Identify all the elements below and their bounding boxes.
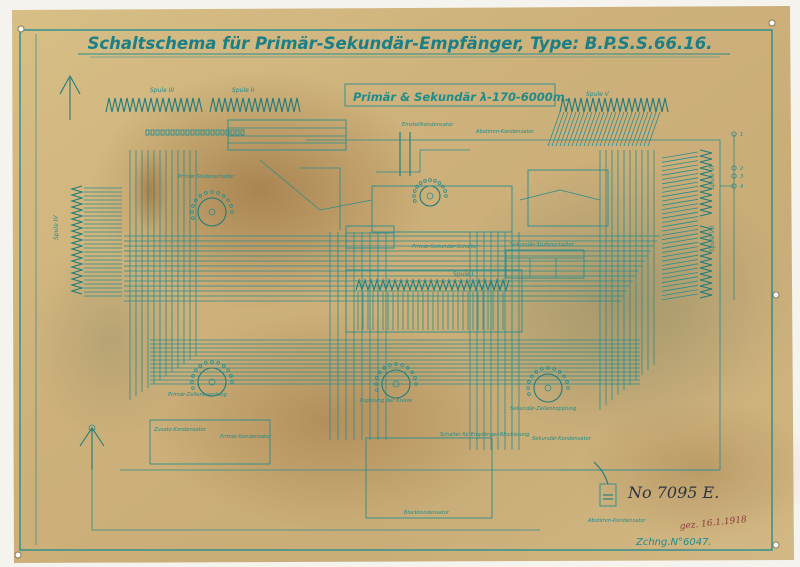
label-primaer-zellenkopplung: Primär-Zellenkopplung bbox=[168, 392, 228, 398]
pin-hole bbox=[14, 551, 22, 559]
drawing-title: Schaltschema für Primär-Sekundär-Empfäng… bbox=[87, 34, 712, 53]
label-primaer-sekundaer-schalter: Primär-Sekundär-Schalter bbox=[412, 244, 479, 250]
label-blockkondensator: Blockkondensator bbox=[404, 510, 450, 516]
label-primaer-stufenschalter: Primär-Stufenschalter bbox=[178, 174, 235, 180]
coil-spule-iv bbox=[70, 185, 122, 297]
coil-label-spule-vi: Spule VI bbox=[709, 165, 716, 190]
label-abstimm-kondensator: Abstimm-Kondensator bbox=[587, 518, 647, 524]
wavelength-range-label: Primär & Sekundär λ-170-6000m. bbox=[353, 90, 569, 104]
tuning-capacitor-icon bbox=[593, 461, 617, 507]
antenna-ground-icon bbox=[79, 424, 105, 470]
label-abstimm-kondensator-top: Abstimm-Kondensator bbox=[475, 129, 535, 135]
label-zusatz-kondensator: Zusatz-Kondensator bbox=[153, 427, 207, 433]
terminal-label: 4 bbox=[740, 184, 743, 190]
pin-hole bbox=[17, 25, 25, 33]
label-einstellkondensator: Einstellkondensator bbox=[402, 122, 454, 128]
label-sekundaer-zellenkopplung: Sekundär-Zellenkopplung bbox=[510, 406, 577, 412]
up-arrow-icon bbox=[59, 74, 81, 120]
coil-spule-iii-ii bbox=[105, 97, 301, 136]
coil-label-spule-ii: Spule II bbox=[232, 87, 254, 94]
rotary-switches bbox=[190, 178, 570, 403]
label-schalter-empfaenger: Schalter für Empfänger-Blockierung bbox=[440, 432, 529, 438]
capacitor-box bbox=[149, 419, 271, 465]
label-kopplung-der-kreise: Kopplung der Kreise bbox=[360, 398, 412, 404]
label-primaer-kondensator: Primär-Kondensator bbox=[220, 434, 272, 440]
pin-hole bbox=[772, 541, 780, 549]
coil-label-spule-v: Spule V bbox=[586, 91, 610, 98]
label-sekundaer-kondensator: Sekundär-Kondensator bbox=[532, 436, 592, 442]
terminal-label: 2 bbox=[740, 166, 743, 172]
coil-label-spule-i: Spule I bbox=[453, 271, 474, 278]
blocking-switch-box bbox=[365, 437, 493, 519]
coil-label-spule-iii: Spule III bbox=[150, 87, 174, 94]
legend-table-center bbox=[345, 225, 395, 249]
legend-table-right bbox=[505, 249, 585, 279]
primary-secondary-switch-box bbox=[371, 185, 513, 233]
label-sekundaer-stufenschalter: Sekundär-Stufenschalter bbox=[510, 242, 575, 248]
pin-hole bbox=[768, 19, 776, 27]
legend-table-left bbox=[227, 119, 347, 151]
coil-spule-vi-vii bbox=[661, 149, 713, 301]
coil-label-spule-iv: Spule IV bbox=[53, 215, 60, 240]
drawing-number: No 7095 E. bbox=[627, 483, 719, 502]
wiring-lines bbox=[91, 132, 735, 531]
pin-hole bbox=[772, 291, 780, 299]
center-coil-frame bbox=[345, 269, 523, 333]
zchng-number: Zchng.N°6047. bbox=[635, 537, 712, 548]
drawing-border bbox=[19, 29, 773, 551]
coil-label-spule-vii: Spule VII bbox=[709, 225, 716, 252]
terminal-label: 3 bbox=[740, 174, 743, 180]
terminal-label: 1 bbox=[740, 132, 743, 138]
secondary-step-switch-box bbox=[527, 169, 609, 227]
terminal-strip-right: 1 2 3 4 bbox=[731, 131, 743, 190]
